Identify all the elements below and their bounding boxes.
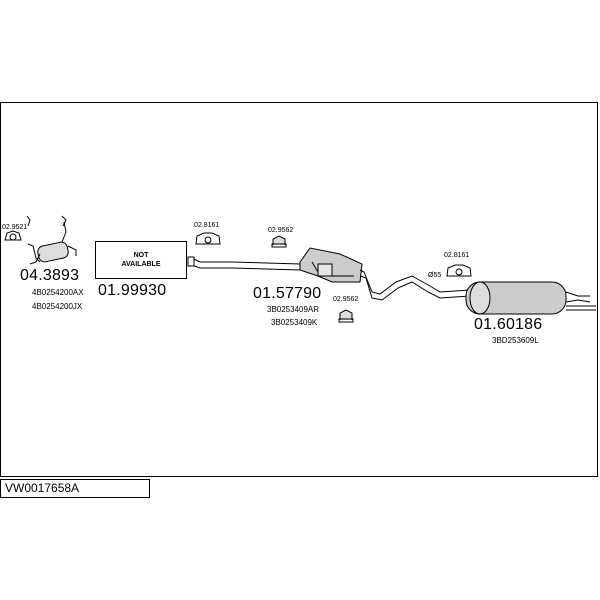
part-reference: 4B0254200JX — [32, 302, 83, 311]
not-available-line: NOT — [133, 252, 149, 259]
accessory-label: 02.9562 — [268, 227, 294, 234]
not-available-line: AVAILABLE — [121, 261, 161, 268]
part-number: 04.3893 — [20, 267, 80, 284]
catalytic-converter-icon — [26, 215, 77, 265]
part-reference: 3B0253409K — [271, 318, 318, 327]
middle-silencer-icon — [299, 247, 471, 301]
rubber-mount-icon — [446, 264, 472, 277]
accessory-label: 02.9562 — [333, 296, 359, 303]
part-reference: 3B0253409AR — [267, 305, 320, 314]
clamp-icon — [338, 309, 354, 323]
part-number: 01.60186 — [474, 316, 543, 333]
not-available-box: NOT AVAILABLE — [95, 241, 187, 279]
part-reference: 4B0254200AX — [32, 288, 84, 297]
vehicle-code: VW0017658A — [0, 479, 150, 498]
part-number: 01.99930 — [98, 282, 167, 299]
accessory-label: Ø55 — [428, 272, 442, 279]
accessory-label: 02.8161 — [444, 252, 470, 259]
clamp-icon — [271, 235, 287, 248]
accessory-label: 02.9521 — [2, 224, 28, 231]
front-pipe-icon — [187, 256, 301, 271]
hanger-ring-icon — [4, 230, 22, 241]
diagram-frame — [0, 102, 598, 477]
accessory-label: 02.8161 — [194, 222, 220, 229]
rubber-mount-icon — [195, 232, 221, 245]
rear-silencer-icon — [465, 281, 596, 315]
part-number: 01.57790 — [253, 285, 322, 302]
part-reference: 3BD253609L — [492, 336, 539, 345]
